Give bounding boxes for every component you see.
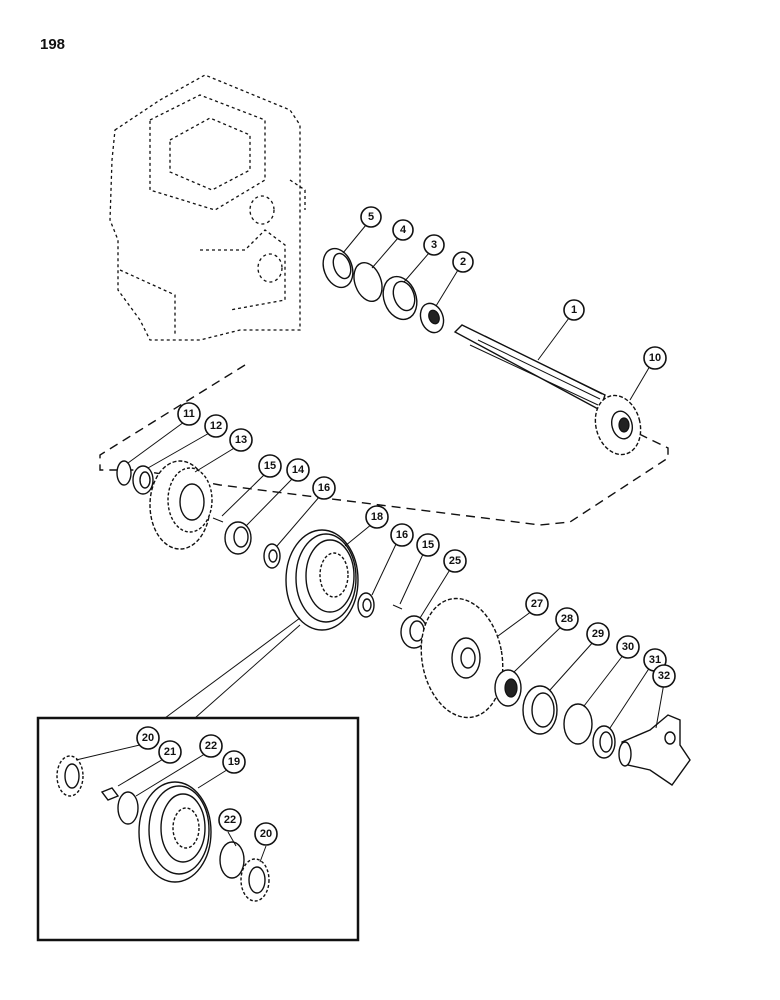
- callout-29: 29: [586, 622, 610, 646]
- svg-text:5: 5: [368, 211, 374, 223]
- svg-text:12: 12: [210, 420, 222, 432]
- large-gear-part: [420, 597, 504, 719]
- callout-16: 16: [312, 476, 336, 500]
- svg-text:14: 14: [292, 464, 305, 476]
- bearing-cone-part-2: [494, 669, 522, 707]
- callout-20-second: 20: [254, 822, 278, 846]
- callout-2: 2: [452, 251, 474, 273]
- svg-text:16: 16: [396, 529, 408, 541]
- bearing-cup-part-2: [522, 685, 558, 735]
- svg-text:4: 4: [400, 224, 407, 236]
- needle-bearing-part-2: [400, 615, 428, 649]
- synchronizer-assembly-part: [285, 529, 359, 631]
- callout-16-second: 16: [390, 523, 414, 547]
- callout-22: 22: [199, 734, 223, 758]
- synchronizer-hub-part: [138, 781, 212, 883]
- svg-text:28: 28: [561, 613, 573, 625]
- svg-text:32: 32: [658, 670, 670, 682]
- thrust-washer-part: [132, 465, 154, 495]
- svg-text:27: 27: [531, 598, 543, 610]
- washer-part: [263, 543, 281, 569]
- svg-text:11: 11: [183, 408, 195, 420]
- svg-text:15: 15: [264, 460, 276, 472]
- svg-text:31: 31: [649, 654, 661, 666]
- callout-28: 28: [555, 607, 579, 631]
- callout-27: 27: [525, 592, 549, 616]
- callout-leaders: [75, 224, 665, 863]
- svg-text:20: 20: [260, 828, 272, 840]
- callout-19: 19: [222, 750, 246, 774]
- transmission-housing-outline: [109, 74, 306, 341]
- inset-detail-box: [36, 617, 360, 942]
- callout-12: 12: [204, 414, 228, 438]
- snap-ring-part-2: [563, 703, 593, 745]
- callout-21: 21: [158, 740, 182, 764]
- callout-22-second: 22: [218, 808, 242, 832]
- page-number: 198: [40, 36, 66, 53]
- needle-bearing-part: [224, 521, 252, 555]
- yoke-part: [618, 714, 691, 786]
- callout-18: 18: [365, 505, 389, 529]
- svg-text:3: 3: [431, 239, 437, 251]
- roll-pin-part: [212, 517, 224, 523]
- callout-3: 3: [423, 234, 445, 256]
- svg-text:19: 19: [228, 756, 240, 768]
- svg-text:22: 22: [224, 814, 236, 826]
- svg-text:2: 2: [460, 256, 466, 268]
- callout-32: 32: [652, 664, 676, 688]
- callout-13: 13: [229, 428, 253, 452]
- svg-text:30: 30: [622, 641, 634, 653]
- retaining-ring-part: [116, 460, 132, 486]
- svg-text:16: 16: [318, 482, 330, 494]
- svg-text:22: 22: [205, 740, 217, 752]
- callout-5: 5: [360, 206, 382, 228]
- callout-10: 10: [643, 346, 667, 370]
- seal-part-2: [592, 725, 616, 759]
- washer-part-2: [357, 592, 375, 618]
- gear-group-outline: [99, 364, 669, 526]
- callout-25: 25: [443, 549, 467, 573]
- svg-text:25: 25: [449, 555, 461, 567]
- roll-pin-part-2: [392, 604, 403, 610]
- svg-text:29: 29: [592, 628, 604, 640]
- svg-text:1: 1: [571, 304, 577, 316]
- callout-4: 4: [392, 219, 414, 241]
- spur-gear-part: [594, 394, 642, 456]
- callout-20: 20: [136, 726, 160, 750]
- svg-text:10: 10: [649, 352, 661, 364]
- bearing-cone-part: [419, 302, 445, 334]
- bearing-cup-part: [382, 275, 418, 321]
- synchronizer-key-part: [100, 787, 120, 801]
- snap-ring-part: [353, 261, 383, 303]
- svg-text:20: 20: [142, 732, 154, 744]
- callout-1: 1: [563, 299, 585, 321]
- svg-text:21: 21: [164, 746, 176, 758]
- callout-14: 14: [286, 458, 310, 482]
- gear-cluster-part: [149, 460, 213, 550]
- callout-11: 11: [177, 402, 201, 426]
- spring-ring-part: [117, 791, 139, 825]
- svg-text:18: 18: [371, 511, 383, 523]
- synchronizer-ring-part-2: [240, 858, 270, 902]
- shaft-part: [453, 324, 606, 412]
- synchronizer-ring-part: [56, 755, 84, 797]
- spring-ring-part-2: [219, 841, 245, 879]
- seal-part: [322, 247, 354, 289]
- callout-15-second: 15: [416, 533, 440, 557]
- svg-text:15: 15: [422, 539, 434, 551]
- callout-30: 30: [616, 635, 640, 659]
- svg-text:13: 13: [235, 434, 247, 446]
- callout-15: 15: [258, 454, 282, 478]
